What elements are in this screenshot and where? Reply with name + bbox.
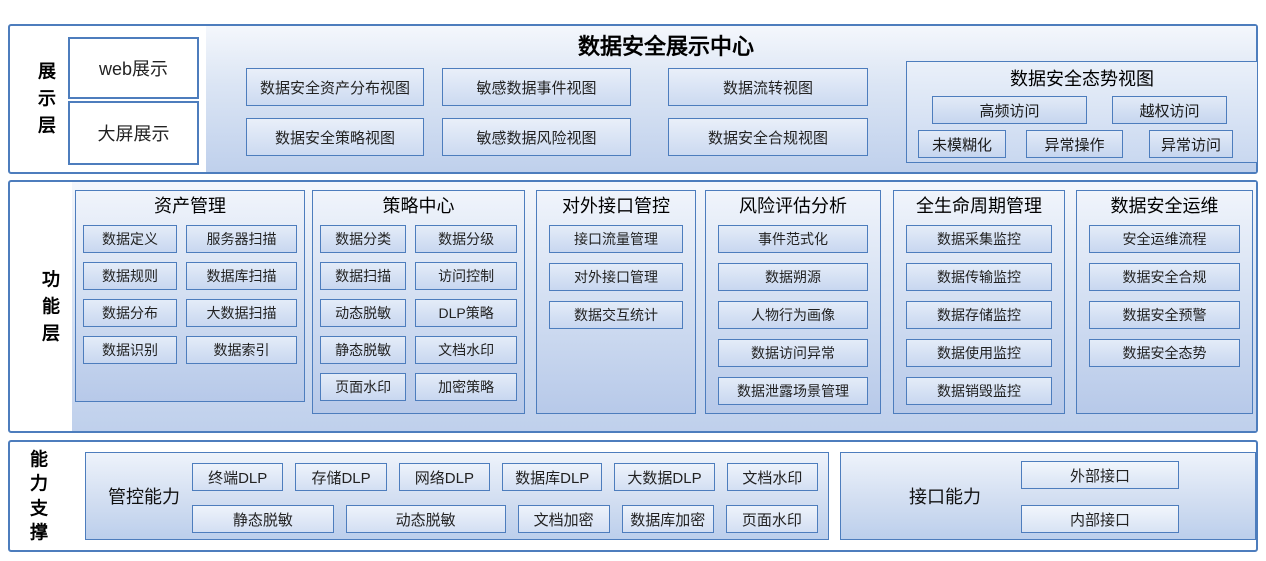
view-box-asset-distribution: 数据安全资产分布视图 (246, 68, 424, 106)
control-capability-group: 管控能力 终端DLP 存储DLP 网络DLP 数据库DLP 大数据DLP 文档水… (85, 452, 829, 540)
situation-box-unmasked: 未模糊化 (918, 130, 1006, 158)
func-item: 动态脱敏 (320, 299, 407, 327)
column-asset-management: 资产管理 数据定义 服务器扫描 数据规则 数据库扫描 数据分布 大数据扫描 数据… (75, 190, 305, 402)
control-capability-row1: 终端DLP 存储DLP 网络DLP 数据库DLP 大数据DLP 文档水印 (192, 463, 819, 491)
function-layer-band: 功能层 资产管理 数据定义 服务器扫描 数据规则 数据库扫描 数据分布 大数据扫… (8, 180, 1258, 433)
internal-interface-box: 内部接口 (1021, 505, 1179, 533)
column-title: 对外接口管控 (562, 196, 670, 216)
func-item: 数据库扫描 (186, 262, 297, 290)
func-item: DLP策略 (415, 299, 517, 327)
cap-item: 网络DLP (398, 463, 491, 491)
column-title: 全生命周期管理 (916, 196, 1042, 216)
func-item: 加密策略 (415, 373, 517, 401)
func-item: 页面水印 (320, 373, 407, 401)
column-policy-center: 策略中心 数据分类 数据分级 数据扫描 访问控制 动态脱敏 DLP策略 静态脱敏… (312, 190, 525, 414)
web-display-box: web展示 (68, 37, 199, 99)
func-item: 对外接口管理 (549, 263, 683, 291)
display-layer-label: 展示层 (38, 61, 56, 136)
interface-capability-group: 接口能力 外部接口 内部接口 (840, 452, 1256, 540)
control-capability-title: 管控能力 (108, 487, 180, 507)
func-item: 静态脱敏 (320, 336, 407, 364)
func-item: 数据朔源 (718, 263, 868, 291)
bigscreen-display-box: 大屏展示 (68, 101, 199, 165)
func-item: 接口流量管理 (549, 225, 683, 253)
func-item: 事件范式化 (718, 225, 868, 253)
column-security-operations: 数据安全运维 安全运维流程 数据安全合规 数据安全预警 数据安全态势 (1076, 190, 1253, 414)
func-item: 数据索引 (186, 336, 297, 364)
situation-box-high-freq-access: 高频访问 (932, 96, 1087, 124)
column-title: 风险评估分析 (739, 196, 847, 216)
func-item: 大数据扫描 (186, 299, 297, 327)
situation-box-abnormal-operation: 异常操作 (1026, 130, 1123, 158)
func-item: 数据安全合规 (1089, 263, 1240, 291)
capability-support-label: 能力支撑 (30, 449, 48, 543)
column-title: 资产管理 (154, 196, 226, 216)
situation-view-group: 数据安全态势视图 高频访问 越权访问 未模糊化 异常操作 异常访问 (906, 61, 1258, 163)
view-box-security-policy: 数据安全策略视图 (246, 118, 424, 156)
func-item: 数据识别 (83, 336, 178, 364)
cap-item: 静态脱敏 (192, 505, 334, 533)
capability-support-band: 能力支撑 管控能力 终端DLP 存储DLP 网络DLP 数据库DLP 大数据DL… (8, 440, 1258, 552)
column-lifecycle-management: 全生命周期管理 数据采集监控 数据传输监控 数据存储监控 数据使用监控 数据销毁… (893, 190, 1065, 414)
func-item: 数据传输监控 (906, 263, 1052, 291)
view-box-compliance: 数据安全合规视图 (668, 118, 868, 156)
page-title: 数据安全展示中心 (577, 34, 754, 59)
func-item: 数据安全态势 (1089, 339, 1240, 367)
cap-item: 页面水印 (725, 505, 818, 533)
display-panel: 数据安全展示中心 数据安全资产分布视图 敏感数据事件视图 数据流转视图 数据安全… (206, 26, 1258, 172)
func-item: 服务器扫描 (186, 225, 297, 253)
func-item: 数据定义 (83, 225, 178, 253)
control-capability-row2: 静态脱敏 动态脱敏 文档加密 数据库加密 页面水印 (192, 505, 818, 533)
func-item: 数据交互统计 (549, 301, 683, 329)
func-item: 文档水印 (415, 336, 517, 364)
cap-item: 数据库加密 (621, 505, 714, 533)
cap-item: 大数据DLP (614, 463, 715, 491)
situation-box-abnormal-access: 异常访问 (1149, 130, 1233, 158)
column-title: 数据安全运维 (1110, 196, 1219, 216)
func-item: 数据规则 (83, 262, 178, 290)
interface-capability-title: 接口能力 (909, 487, 981, 507)
cap-item: 存储DLP (295, 463, 387, 491)
situation-box-privilege-access: 越权访问 (1112, 96, 1227, 124)
column-external-interface-control: 对外接口管控 接口流量管理 对外接口管理 数据交互统计 (536, 190, 696, 414)
func-item: 数据分级 (415, 225, 517, 253)
view-box-data-flow: 数据流转视图 (668, 68, 868, 106)
cap-item: 文档水印 (726, 463, 819, 491)
display-layer-band: 展示层 web展示 大屏展示 数据安全展示中心 数据安全资产分布视图 敏感数据事… (8, 24, 1258, 174)
func-item: 数据销毁监控 (906, 377, 1052, 405)
cap-item: 动态脱敏 (345, 505, 506, 533)
view-box-sensitive-risk: 敏感数据风险视图 (442, 118, 631, 156)
func-item: 数据扫描 (320, 262, 407, 290)
func-item: 安全运维流程 (1089, 225, 1240, 253)
func-item: 数据分布 (83, 299, 178, 327)
column-risk-assessment: 风险评估分析 事件范式化 数据朔源 人物行为画像 数据访问异常 数据泄露场景管理 (705, 190, 881, 414)
cap-item: 文档加密 (517, 505, 610, 533)
function-panel: 资产管理 数据定义 服务器扫描 数据规则 数据库扫描 数据分布 大数据扫描 数据… (72, 182, 1256, 431)
cap-item: 终端DLP (192, 463, 284, 491)
func-item: 数据使用监控 (906, 339, 1052, 367)
cap-item: 数据库DLP (502, 463, 603, 491)
func-item: 数据访问异常 (718, 339, 868, 367)
func-item: 数据安全预警 (1089, 301, 1240, 329)
func-item: 数据泄露场景管理 (718, 377, 868, 405)
func-item: 数据存储监控 (906, 301, 1052, 329)
func-item: 人物行为画像 (718, 301, 868, 329)
function-layer-label: 功能层 (42, 269, 60, 343)
func-item: 访问控制 (415, 262, 517, 290)
external-interface-box: 外部接口 (1021, 461, 1179, 489)
situation-group-title: 数据安全态势视图 (1010, 69, 1154, 89)
func-item: 数据分类 (320, 225, 407, 253)
func-item: 数据采集监控 (906, 225, 1052, 253)
column-title: 策略中心 (382, 196, 455, 216)
view-box-sensitive-event: 敏感数据事件视图 (442, 68, 631, 106)
